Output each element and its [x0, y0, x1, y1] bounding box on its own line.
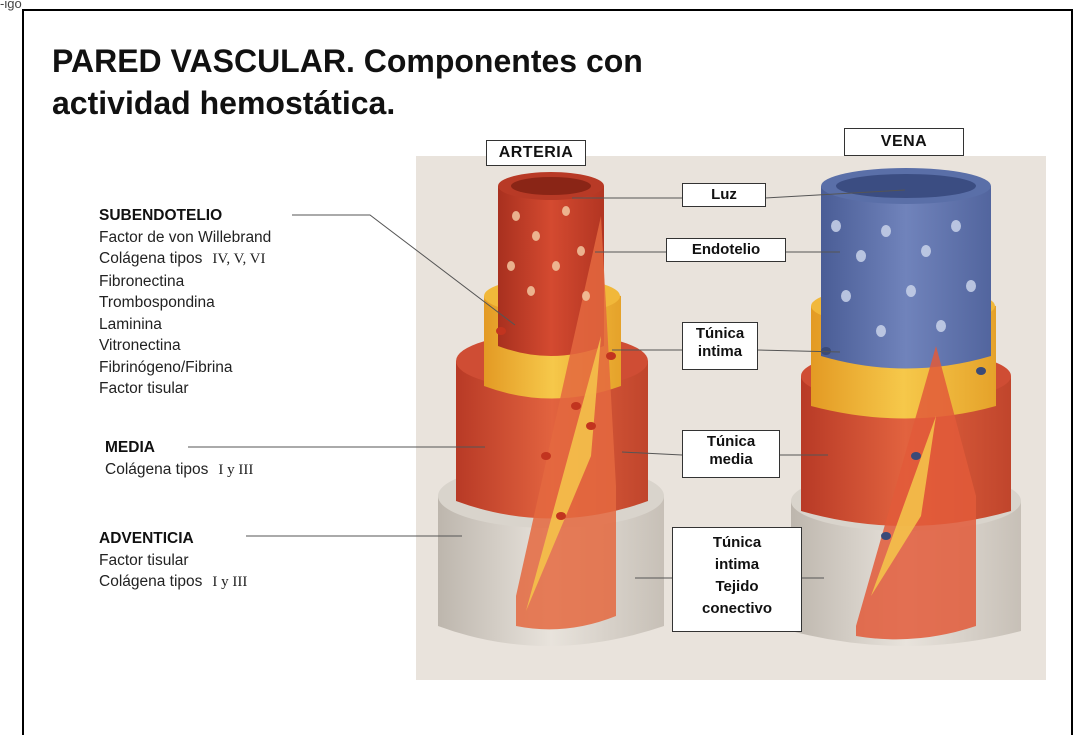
tunica-media-label: Túnica media — [682, 430, 780, 478]
endotelio-label: Endotelio — [666, 238, 786, 262]
luz-label: Luz — [682, 183, 766, 207]
vein-label: VENA — [844, 128, 964, 156]
artery-label: ARTERIA — [486, 140, 586, 166]
tunica-intima-label: Túnica intima — [682, 322, 758, 370]
leader-luz-vein — [765, 190, 905, 198]
leader-subendotelio — [292, 215, 515, 325]
adventitia-label: Túnica intima Tejido conectivo — [672, 527, 802, 632]
leader-media-artery — [622, 452, 682, 455]
leader-intima-vein — [757, 350, 840, 352]
